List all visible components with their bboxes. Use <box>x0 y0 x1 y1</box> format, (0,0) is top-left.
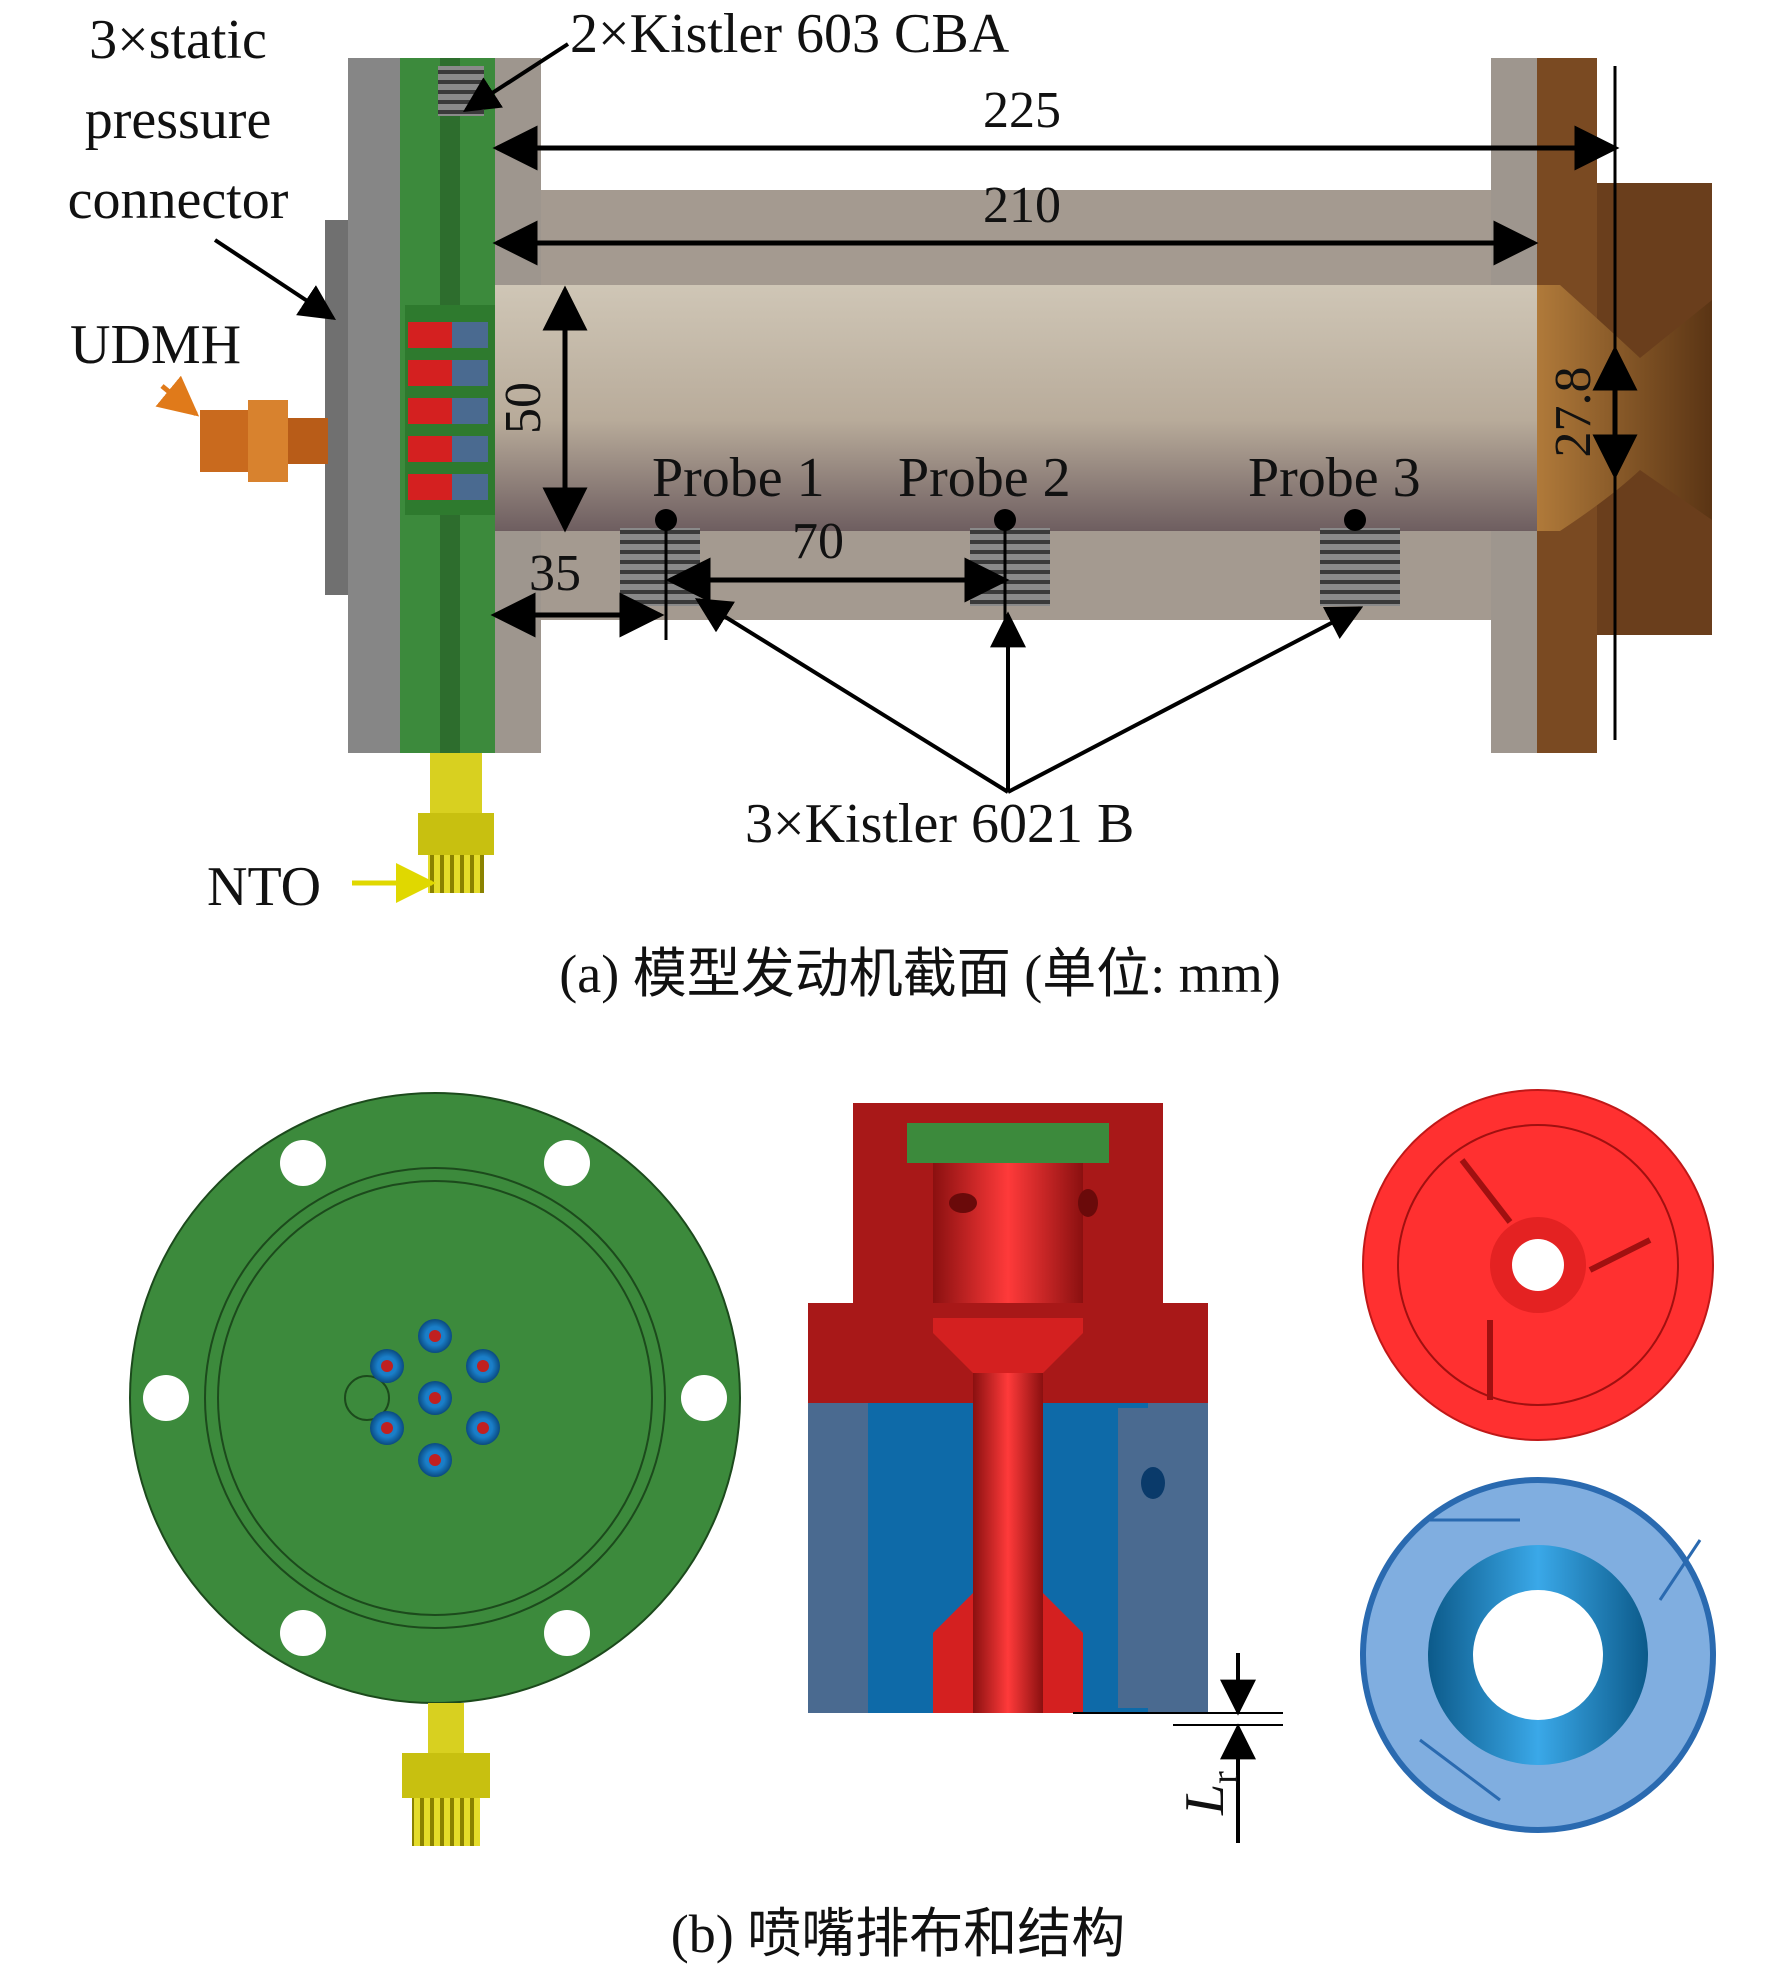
udmh-label: UDMH <box>70 314 241 376</box>
dim-70: 70 <box>792 513 844 570</box>
probe-2-label: Probe 2 <box>898 447 1071 509</box>
udmh-fitting <box>200 400 328 482</box>
blue-swirl-element <box>1360 1477 1716 1833</box>
kistler-603-label: 2×Kistler 603 CBA <box>570 3 1010 65</box>
kistler-6021-label: 3×Kistler 6021 B <box>745 793 1134 855</box>
panel-b-injector-layout: Lr (b) 喷嘴排布和结构 <box>129 1089 1716 1964</box>
kistler-603-thread <box>438 66 484 116</box>
nto-fitting <box>418 753 494 893</box>
probe-3-label: Probe 3 <box>1248 447 1421 509</box>
lr-label: Lr <box>1174 1771 1246 1816</box>
panel-a-engine-section: 3×static pressure connector 2×Kistler 60… <box>68 3 1712 1004</box>
probe-dots <box>655 509 1366 531</box>
outer-flange-left <box>348 58 400 753</box>
dim-210: 210 <box>983 177 1061 234</box>
udmh-arrow <box>155 375 200 417</box>
static-pressure-label-2: pressure <box>85 89 272 151</box>
injector-elements <box>405 305 495 515</box>
injector-holes <box>370 1319 500 1477</box>
red-swirl-element <box>1362 1089 1714 1441</box>
caption-b: (b) 喷嘴排布和结构 <box>671 1904 1125 1964</box>
leader-arrows <box>213 42 1364 794</box>
static-pressure-label-1: 3×static <box>89 9 267 71</box>
static-pressure-label-3: connector <box>68 169 289 231</box>
lr-dimension <box>1073 1653 1283 1843</box>
nto-label: NTO <box>207 856 321 918</box>
element-cross-section <box>808 1103 1208 1713</box>
chamber-bore <box>495 285 1537 531</box>
caption-a: (a) 模型发动机截面 (单位: mm) <box>559 944 1280 1004</box>
injector-faceplate <box>129 1092 741 1846</box>
dim-225: 225 <box>983 82 1061 139</box>
probe-1-label: Probe 1 <box>652 447 825 509</box>
dim-27-8: 27.8 <box>1545 367 1602 458</box>
dim-35: 35 <box>529 545 581 602</box>
dimension-lines <box>490 66 1638 740</box>
dim-50: 50 <box>495 382 552 434</box>
